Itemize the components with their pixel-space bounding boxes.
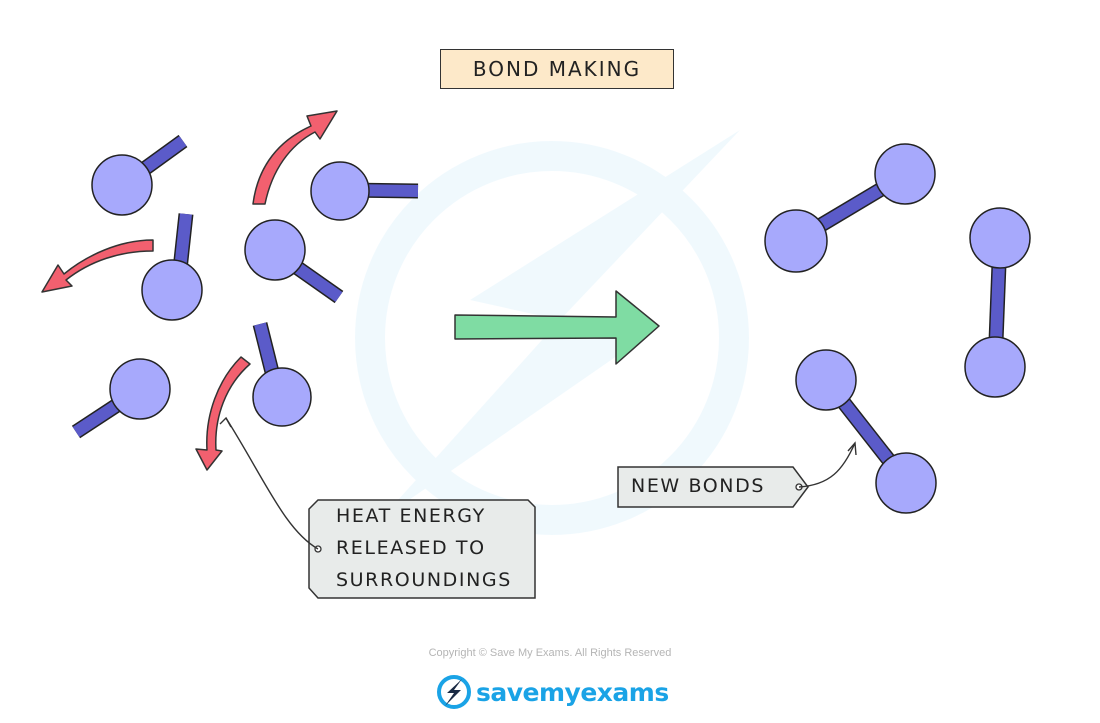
heat-arrows <box>41 110 338 471</box>
molecule <box>764 143 936 273</box>
new-bonds-text: NEW BONDS <box>631 475 766 497</box>
new-bonds-label-tag <box>617 466 809 508</box>
atom <box>91 134 188 216</box>
molecule <box>795 349 937 514</box>
heat-label-line-3: SURROUNDINGS <box>336 569 512 591</box>
heat-arrow-down <box>195 356 251 471</box>
heat-label-tag <box>308 499 536 599</box>
atom <box>141 213 203 321</box>
atom <box>252 322 312 427</box>
atom <box>310 161 419 221</box>
heat-energy-label: HEAT ENERGY RELEASED TO SURROUNDINGS <box>310 498 536 598</box>
new-bonds-label: NEW BONDS <box>617 466 809 508</box>
brand-logo: savemyexams <box>436 672 669 712</box>
copyright-text: Copyright © Save My Exams. All Rights Re… <box>428 647 672 659</box>
bonded-molecules <box>764 143 1031 514</box>
lightning-logo-icon <box>437 675 471 709</box>
heat-arrow-left <box>41 239 154 293</box>
reaction-arrow <box>454 290 660 365</box>
heat-label-line-2: RELEASED TO <box>336 537 486 559</box>
diagram-title: BOND MAKING <box>440 49 674 89</box>
atom <box>244 219 344 304</box>
unbonded-atoms <box>71 134 419 439</box>
heat-label-pointer <box>225 417 319 550</box>
molecule <box>964 207 1031 398</box>
heat-arrow-up <box>252 110 338 205</box>
brand-name: savemyexams <box>476 677 669 707</box>
heat-label-line-1: HEAT ENERGY <box>336 505 486 527</box>
new-bonds-label-pointer <box>798 442 856 488</box>
atom <box>71 358 171 439</box>
